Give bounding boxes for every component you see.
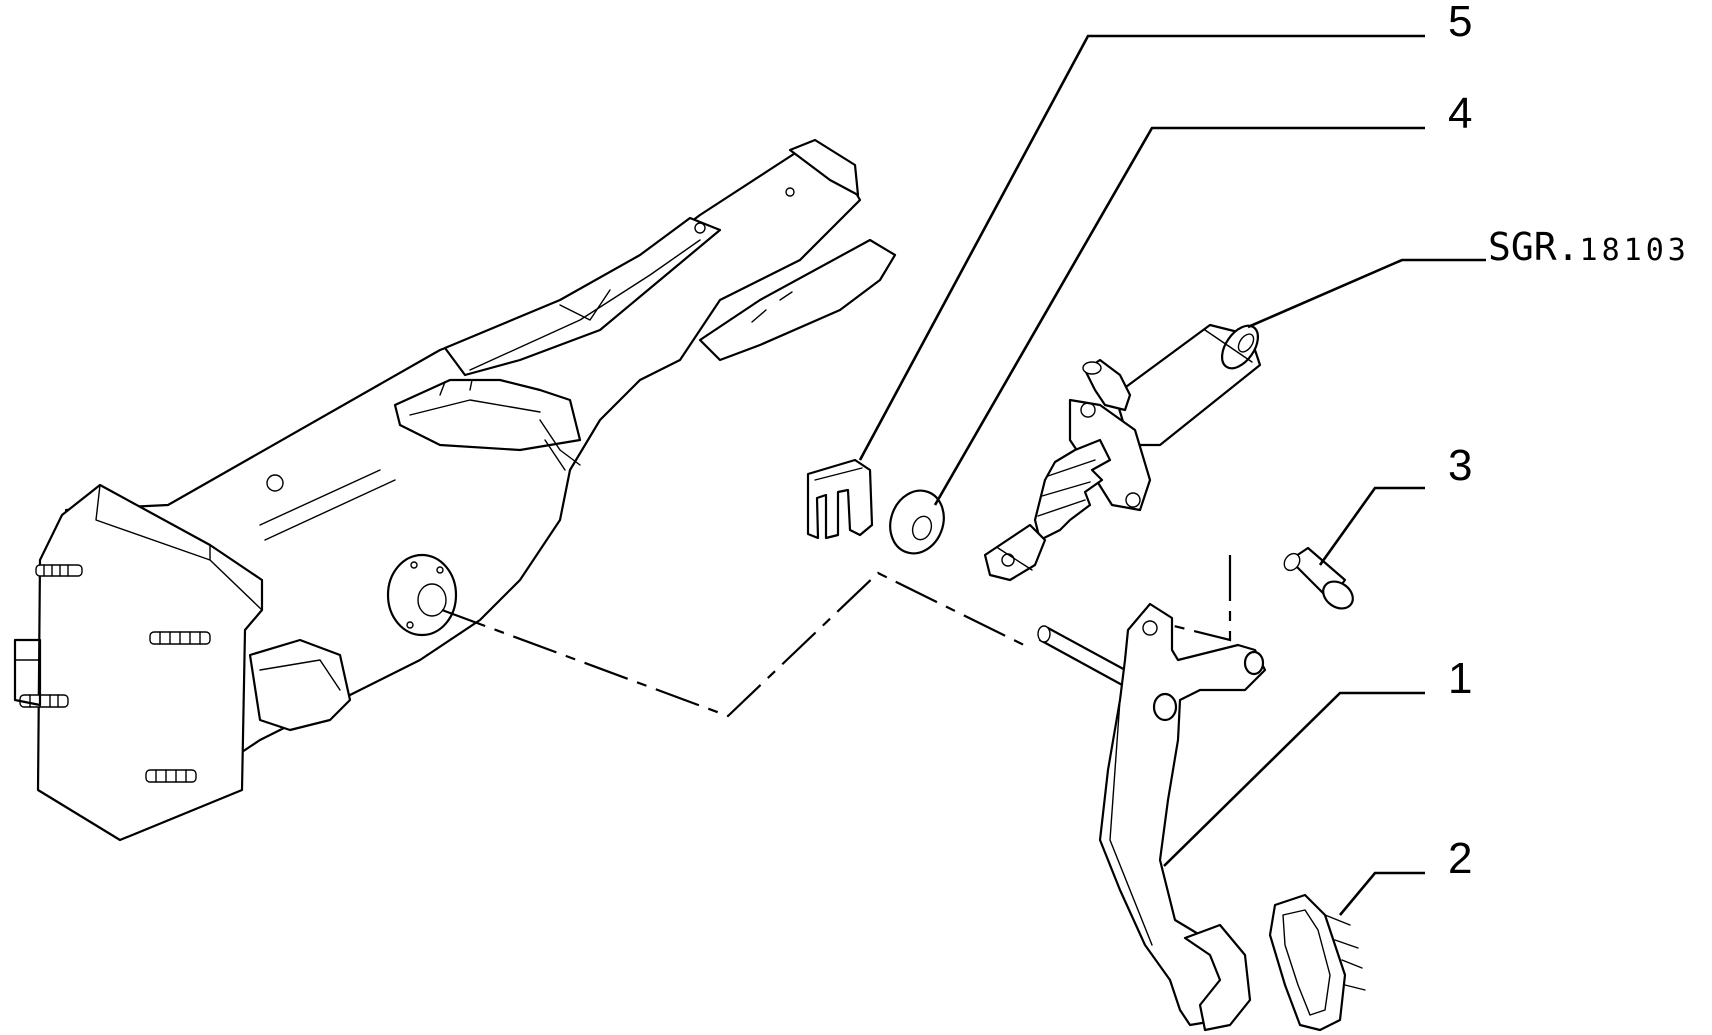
callout-5: 5 — [1448, 0, 1472, 46]
callout-3: 3 — [1448, 441, 1472, 490]
pin-axis-line — [1149, 555, 1232, 642]
part-2-pedal-pad — [1268, 893, 1366, 1032]
pedal-support-bracket — [64, 138, 897, 802]
leader-5 — [858, 34, 1425, 461]
callout-4: 4 — [1448, 89, 1472, 138]
leader-lines — [858, 34, 1486, 916]
part-1-clutch-pedal — [1037, 602, 1267, 1032]
part-3-clevis-pin — [1283, 546, 1354, 610]
leader-2 — [1339, 871, 1425, 916]
reference-number: 18103 — [1580, 233, 1690, 268]
callout-1: 1 — [1448, 654, 1472, 703]
leader-4 — [933, 126, 1425, 506]
leader-3 — [1318, 486, 1425, 566]
leader-1 — [1163, 691, 1425, 867]
leader-ref — [1247, 258, 1486, 329]
callout-2: 2 — [1448, 834, 1472, 883]
mounting-studs — [19, 564, 211, 783]
part-5-retaining-clip — [806, 458, 874, 540]
pivot-axis-line — [441, 571, 1031, 718]
firewall-mounting-plate — [13, 483, 264, 842]
reference-prefix: SGR. — [1488, 225, 1580, 269]
clutch-master-cylinder — [983, 323, 1262, 582]
part-4-washer — [889, 489, 945, 555]
reference-label: SGR.18103 — [1488, 225, 1690, 269]
